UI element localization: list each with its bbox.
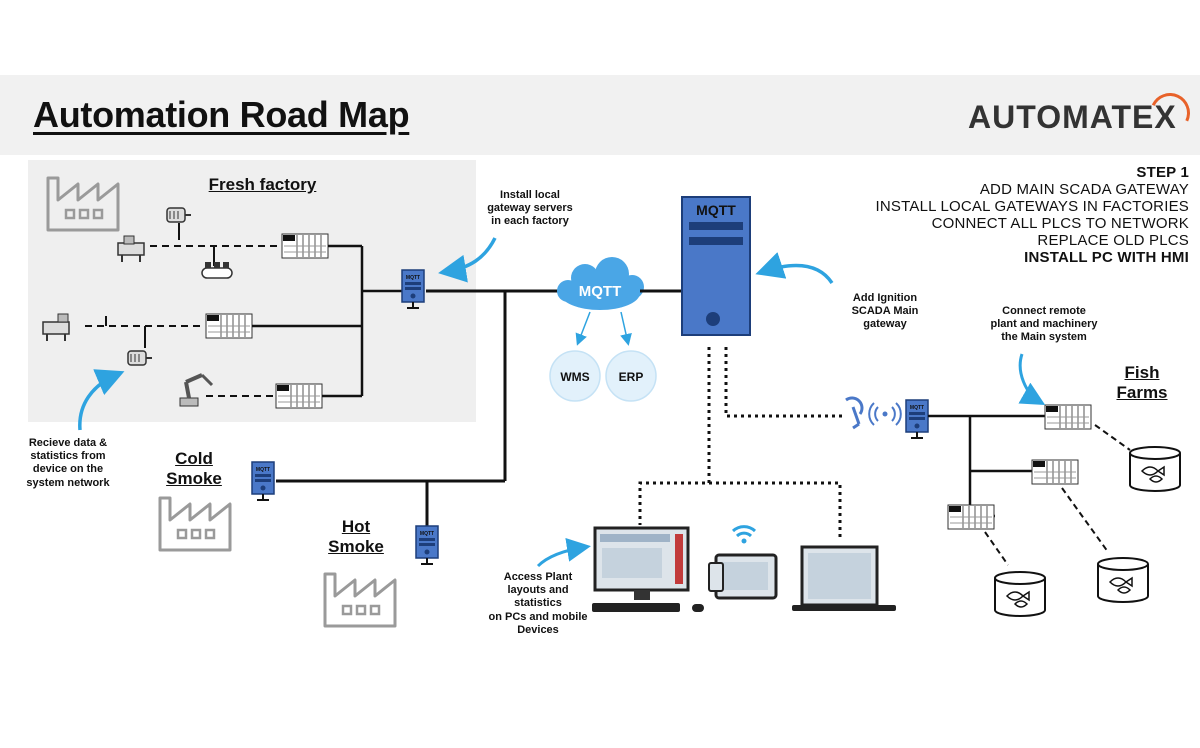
- arrow-to-wms: [575, 311, 591, 346]
- machine-icon: [42, 313, 70, 341]
- laptop-icon: [792, 545, 896, 611]
- annotation-line: device on the: [32, 463, 104, 476]
- mqtt-cloud-label: MQTT: [579, 283, 622, 300]
- arrow-to-erp: [620, 311, 632, 346]
- dotted-link-clients: [638, 347, 711, 525]
- annotation-line: Access Plant: [503, 571, 573, 583]
- plc-icon: [205, 313, 253, 339]
- motor-icon: [127, 350, 153, 366]
- step-item-final: INSTALL PC WITH HMI: [1024, 249, 1189, 266]
- arrow-local-gateway: [438, 237, 497, 283]
- label-line: Smoke: [328, 537, 384, 557]
- brand-x: X: [1144, 87, 1196, 139]
- dotted-link-clients: [709, 481, 842, 540]
- main-server-label: MQTT: [696, 202, 736, 218]
- annotation-line: Connect remote: [1002, 305, 1086, 317]
- main-mqtt-server-icon: [681, 196, 751, 336]
- fish-tank-icon: [1129, 446, 1181, 492]
- annotation-line: Add Ignition: [852, 292, 918, 304]
- annotation-line: system network: [26, 476, 110, 489]
- fresh-factory-label: Fresh factory: [208, 175, 317, 194]
- arrow-remote: [1018, 353, 1046, 405]
- annotation-ignition: Add Ignition SCADA Main gateway: [827, 292, 943, 332]
- wireless-signal-icon: [868, 402, 902, 426]
- steps-heading: STEP 1: [1136, 164, 1189, 181]
- wms-bubble: [549, 350, 601, 402]
- wms-label: WMS: [560, 370, 589, 384]
- annotation-line: plant and machinery: [990, 318, 1098, 331]
- hot-smoke-gateway-icon: [415, 525, 439, 565]
- mqtt-cloud-icon: [557, 257, 644, 310]
- plc-icon: [275, 383, 323, 409]
- factory-icon: [323, 572, 397, 628]
- fish-farm-gateway-icon: [905, 399, 929, 439]
- motor-icon: [166, 207, 192, 223]
- farm-link: [984, 531, 1009, 566]
- annotation-local-gateways: Install local gateway servers in each fa…: [470, 189, 590, 229]
- label-line: Hot: [341, 517, 371, 536]
- label-line: Cold: [175, 449, 213, 468]
- hot-smoke-label: Hot Smoke: [322, 517, 390, 558]
- farm-link: [1061, 487, 1109, 553]
- cold-smoke-gateway-icon: [251, 461, 275, 501]
- annotation-line: SCADA Main: [851, 305, 919, 318]
- brand-logo: AUTOMATEX: [968, 87, 1196, 139]
- erp-bubble: [605, 350, 657, 402]
- annotation-line: in each factory: [491, 215, 569, 228]
- robot-arm-icon: [179, 373, 214, 407]
- label-line: Smoke: [166, 469, 222, 489]
- annotation-line: Devices: [517, 623, 559, 636]
- header-band: [0, 75, 1200, 155]
- wifi-icon: [731, 525, 757, 544]
- plc-icon: [1031, 459, 1079, 485]
- step-item: INSTALL LOCAL GATEWAYS IN FACTORIES: [875, 198, 1189, 215]
- arrow-ignition: [755, 252, 834, 285]
- fish-farms-label: Fish Farms: [1108, 363, 1176, 404]
- desktop-pc-icon: [592, 526, 704, 612]
- antenna-icon: [845, 396, 864, 430]
- label-line: Fish: [1124, 363, 1160, 382]
- conveyor-icon: [201, 262, 233, 279]
- arrow-receive-data: [78, 369, 125, 431]
- annotation-line: Install local: [500, 189, 560, 201]
- brand-x-letter: X: [1154, 99, 1177, 135]
- fish-tank-icon: [1097, 557, 1149, 603]
- step-item: REPLACE OLD PLCS: [1037, 232, 1189, 249]
- annotation-line: gateway servers: [487, 202, 573, 215]
- annotation-access: Access Plant layouts and statistics on P…: [478, 571, 598, 637]
- annotation-line: statistics: [514, 597, 562, 610]
- arrow-access: [536, 537, 591, 568]
- erp-label: ERP: [619, 370, 644, 384]
- annotation-line: Recieve data &: [28, 437, 108, 449]
- step-item: CONNECT ALL PLCS TO NETWORK: [931, 215, 1189, 232]
- plc-icon: [1044, 404, 1092, 430]
- annotation-receive-data: Recieve data & statistics from device on…: [12, 437, 124, 490]
- plc-icon: [281, 233, 329, 259]
- step-item: ADD MAIN SCADA GATEWAY: [979, 181, 1189, 198]
- steps-list: STEP 1 ADD MAIN SCADA GATEWAY INSTALL LO…: [876, 164, 1189, 266]
- plc-icon: [947, 504, 995, 530]
- annotation-remote: Connect remote plant and machinery the M…: [970, 305, 1118, 345]
- fish-tank-icon: [994, 571, 1046, 617]
- annotation-line: statistics from: [30, 450, 106, 463]
- cold-smoke-label: Cold Smoke: [160, 449, 228, 490]
- farm-link: [1094, 424, 1131, 451]
- page-title: Automation Road Map: [33, 94, 410, 135]
- machine-icon: [117, 235, 145, 262]
- brand-text: AUTOMATE: [968, 99, 1155, 135]
- annotation-line: layouts and: [507, 584, 569, 597]
- factory-icon: [46, 176, 120, 232]
- annotation-line: gateway: [863, 318, 907, 331]
- factory-icon: [158, 496, 232, 552]
- dotted-link-fishfarm: [724, 347, 845, 418]
- tablet-icon: [708, 553, 778, 600]
- annotation-line: the Main system: [1001, 331, 1087, 344]
- local-gateway-server-icon: [401, 269, 425, 309]
- annotation-line: on PCs and mobile: [488, 610, 588, 623]
- label-line: Farms: [1116, 383, 1168, 403]
